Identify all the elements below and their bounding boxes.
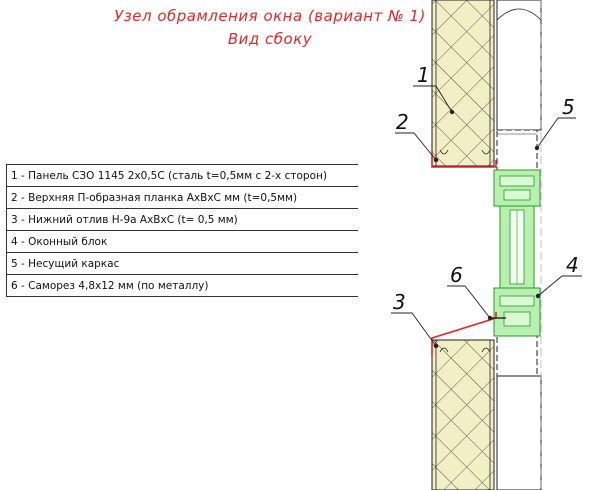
drawing-subtitle: Вид сбоку [227,30,313,48]
lower-sandwich-panel [431,339,495,490]
legend-row: 6 - Саморез 4,8х12 мм (по металлу) [6,274,358,297]
callout-4: 4 [566,253,579,277]
legend-item-6: 6 - Саморез 4,8х12 мм (по металлу) [6,274,358,297]
legend-item-2: 2 - Верхняя П-образная планка АхВхС мм (… [6,186,358,209]
upper-sandwich-panel [431,0,495,167]
callout-1: 1 [417,63,430,87]
legend-row: 2 - Верхняя П-образная планка АхВхС мм (… [6,186,358,209]
callout-2: 2 [396,110,409,134]
callout-6: 6 [450,263,463,287]
lower-drip-flashing [431,312,497,356]
upper-u-flashing [431,150,497,168]
drawing-title: Узел обрамления окна (вариант № 1) [114,7,426,25]
leader-dots [433,109,541,349]
window-block [493,169,541,337]
bearing-frame [496,0,542,490]
callout-3: 3 [393,290,406,314]
leader-lines [391,85,582,347]
legend-table: 1 - Панель СЗО 1145 2х0,5С (сталь t=0,5м… [6,164,358,297]
callout-5: 5 [562,95,575,119]
